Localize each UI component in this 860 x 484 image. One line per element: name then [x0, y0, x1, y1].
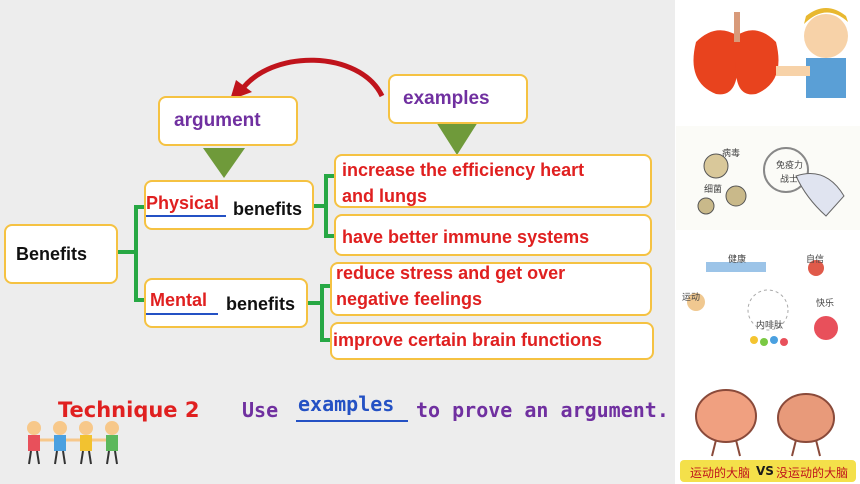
img3-text-5: 内啡肽 [756, 321, 784, 331]
argument-triangle [203, 148, 245, 178]
physical-example-2-label: have better immune systems [342, 227, 590, 247]
img4-caption-right: 没运动的大脑 [776, 466, 849, 480]
immune-illustration [676, 126, 860, 230]
img2-text-1: 免疫力 [776, 161, 804, 171]
mental-blank: Mental [150, 290, 208, 310]
examples-triangle [436, 122, 478, 155]
mental-example-1-line2: negative feelings [336, 289, 483, 309]
mental-bracket [320, 284, 332, 342]
curved-arrow [237, 57, 385, 98]
benefits-node [4, 224, 118, 284]
slide-canvas: Benefits argument examples Physical bene… [0, 0, 675, 484]
mental-example-1-line1: reduce stress and get over [336, 263, 566, 283]
technique-blank: examples [298, 392, 395, 416]
technique-blank-underline [296, 420, 408, 422]
img4-caption-left: 运动的大脑 [690, 466, 751, 480]
physical-example-1-line1: increase the efficiency heart [342, 160, 585, 180]
technique-use: Use [242, 398, 279, 422]
physical-underline [146, 215, 226, 217]
img3-text-2: 自信 [806, 255, 825, 265]
img3-text-4: 运动 [682, 293, 701, 303]
physical-example-1-line2: and lungs [342, 186, 427, 206]
physical-blank: Physical [146, 193, 220, 213]
lungs-illustration [676, 2, 860, 106]
physical-example-2 [334, 214, 652, 256]
img3-text-1: 健康 [728, 255, 747, 265]
technique-label: Technique 2 [58, 398, 200, 422]
image-brains: 运动的大脑 VS 没运动的大脑 [676, 376, 860, 484]
image-immune: 免疫力 战士 细菌 病毒 [676, 126, 860, 230]
img4-caption-vs: VS [756, 464, 774, 478]
mental-example-1 [330, 262, 652, 316]
endorphin-illustration [676, 250, 860, 356]
img2-text-4: 病毒 [722, 149, 741, 159]
physical-benefits-node [144, 180, 314, 230]
examples-label: examples [403, 88, 490, 109]
mental-example-2 [330, 322, 654, 360]
physical-suffix: benefits [233, 199, 303, 219]
image-endorphin: 健康 自信 快乐 运动 内啡肽 [676, 250, 860, 356]
argument-node [158, 96, 298, 146]
kids-clipart [27, 421, 119, 465]
mental-underline [146, 313, 218, 315]
image-lungs [676, 2, 860, 106]
mental-suffix: benefits [226, 294, 296, 314]
img2-text-2: 战士 [780, 175, 799, 185]
img3-text-3: 快乐 [816, 299, 835, 309]
mental-benefits-node [144, 278, 308, 328]
examples-node [388, 74, 528, 124]
mental-example-2-label: improve certain brain functions [333, 330, 603, 350]
benefits-label: Benefits [16, 244, 88, 264]
diagram-connectors [118, 57, 478, 342]
curved-arrow-head [230, 80, 252, 100]
img2-text-3: 细菌 [704, 185, 723, 195]
argument-label: argument [174, 110, 261, 131]
brains-illustration [676, 376, 860, 484]
physical-example-1 [334, 154, 652, 208]
technique-rest: to prove an argument. [416, 398, 669, 422]
